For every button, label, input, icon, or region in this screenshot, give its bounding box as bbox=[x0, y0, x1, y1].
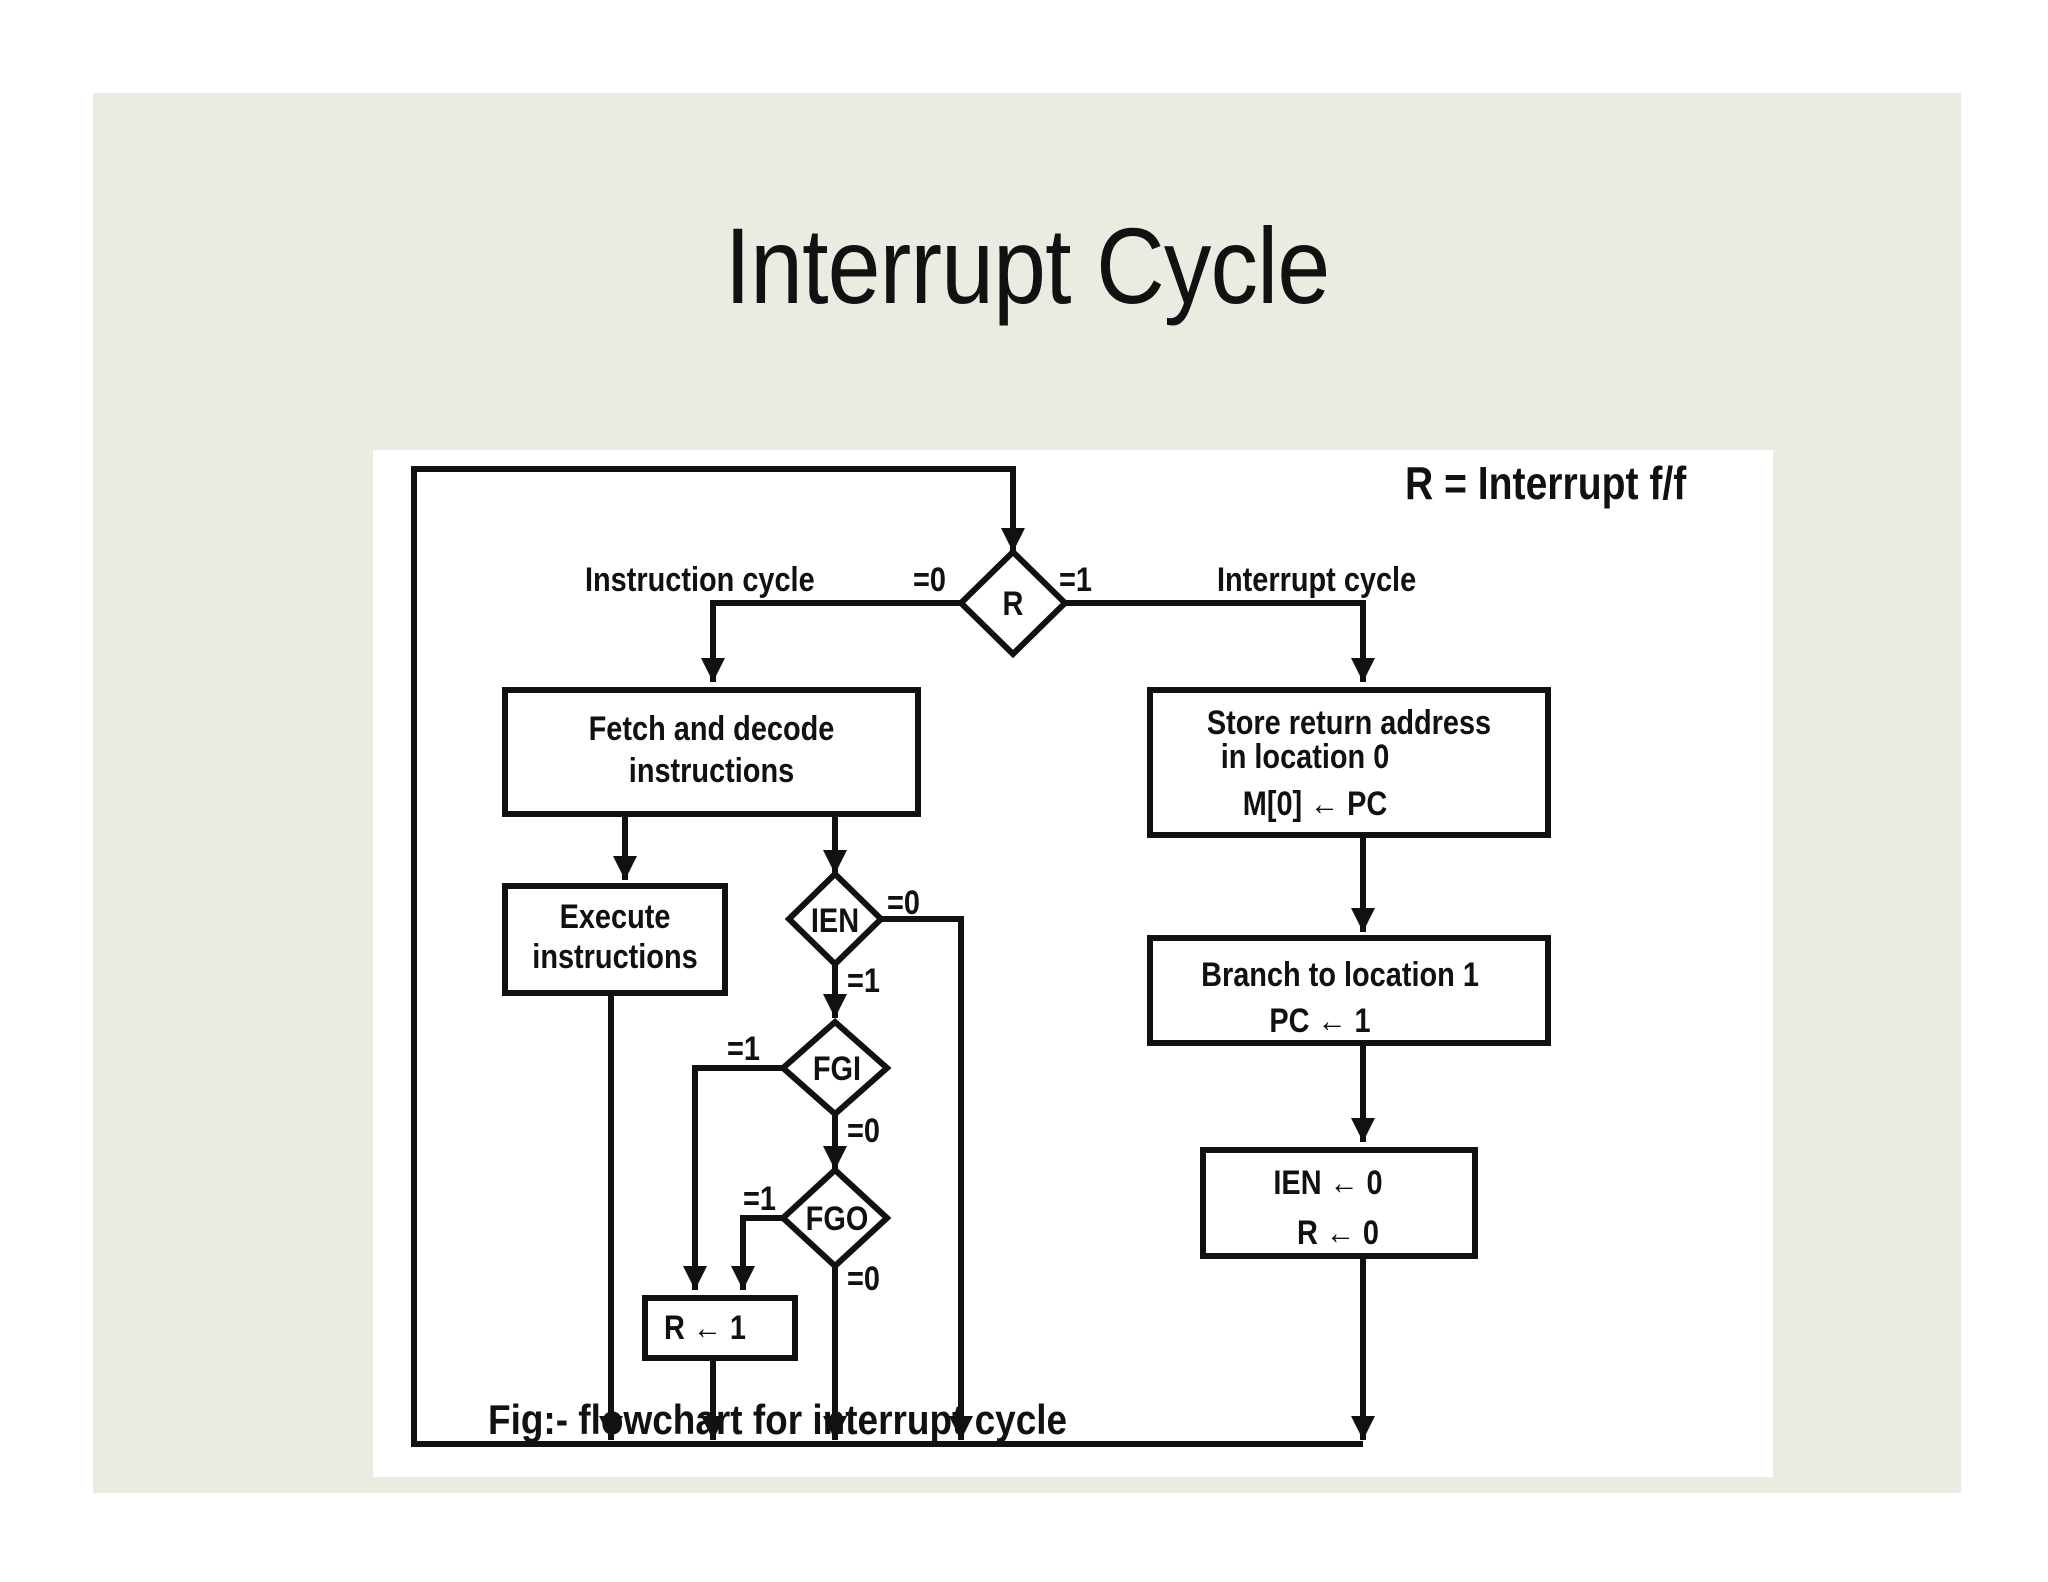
branch-box-line1: Branch to location 1 bbox=[1201, 956, 1479, 994]
fgi-decision-text: FGI bbox=[812, 1050, 862, 1088]
r-zero-line bbox=[701, 600, 961, 682]
r-decision-text: R bbox=[1002, 585, 1024, 623]
fetch-box-line2: instructions bbox=[628, 752, 795, 790]
r-eq0-label: =0 bbox=[913, 561, 946, 599]
set-r-box bbox=[642, 1295, 798, 1361]
execute-box-line1: Execute bbox=[559, 898, 671, 936]
r-eq1-label: =1 bbox=[1059, 561, 1092, 599]
instruction-cycle-label: Instruction cycle bbox=[585, 561, 815, 599]
fgo-eq1-label: =1 bbox=[743, 1180, 776, 1218]
branch-box-line2: PC ← 1 bbox=[1269, 1002, 1371, 1040]
store-box-line2: in location 0 bbox=[1220, 738, 1390, 776]
figure-caption: Fig:- flowchart for interrupt cycle bbox=[488, 1396, 1068, 1443]
r-one-line bbox=[1065, 600, 1375, 682]
slide-title: Interrupt Cycle bbox=[724, 205, 1331, 326]
set-r-box-text: R ← 1 bbox=[664, 1309, 746, 1347]
fgi-eq0-label: =0 bbox=[847, 1112, 880, 1150]
interrupt-cycle-label: Interrupt cycle bbox=[1217, 561, 1417, 599]
flowchart-diagram: R = Interrupt f/f Instruction cycle =0 =… bbox=[373, 450, 1773, 1477]
fgo-decision-text: FGO bbox=[805, 1200, 869, 1238]
r-diamond bbox=[956, 547, 1070, 659]
execute-box bbox=[502, 883, 728, 996]
store-box-line3: M[0] ← PC bbox=[1242, 785, 1388, 823]
legend-text: R = Interrupt f/f bbox=[1405, 457, 1687, 509]
ien-eq0-label: =0 bbox=[887, 884, 920, 922]
ien-decision-text: IEN bbox=[810, 902, 860, 940]
branch-box bbox=[1147, 935, 1551, 1046]
store-box bbox=[1147, 687, 1551, 838]
execute-box-line2: instructions bbox=[532, 938, 698, 976]
fgo-eq0-label: =0 bbox=[847, 1260, 880, 1298]
clear-box-line1: IEN ← 0 bbox=[1273, 1164, 1383, 1202]
slide: Interrupt Cycle bbox=[93, 93, 1961, 1493]
ien-eq1-label: =1 bbox=[847, 962, 880, 1000]
fgi-eq1-label: =1 bbox=[727, 1030, 760, 1068]
loop-line bbox=[411, 466, 1025, 1444]
flowchart-lines bbox=[411, 466, 1551, 1447]
store-box-line1: Store return address bbox=[1206, 704, 1492, 742]
clear-box bbox=[1200, 1147, 1478, 1259]
fetch-box bbox=[502, 687, 921, 817]
clear-box-line2: R ← 0 bbox=[1297, 1214, 1379, 1252]
fetch-box-line1: Fetch and decode bbox=[588, 710, 835, 748]
